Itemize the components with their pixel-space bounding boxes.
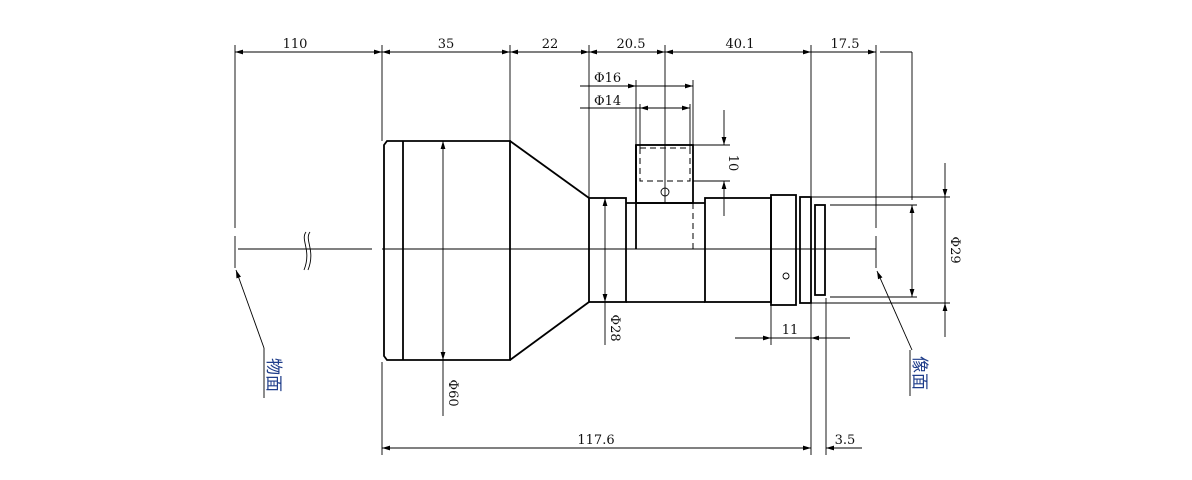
screw-hole-icon [660, 187, 670, 197]
extension-lines [234, 45, 913, 455]
dim-17-5: 17.5 [831, 37, 860, 52]
dim-phi28: Φ28 [607, 314, 622, 341]
image-plane-label: 像面 [909, 356, 929, 390]
front-barrel [383, 140, 511, 361]
dim-3-5: 3.5 [835, 433, 856, 448]
dim-11: 11 [782, 323, 799, 338]
side-port [635, 144, 694, 204]
neck-section [588, 145, 705, 303]
dim-20-5: 20.5 [617, 37, 646, 52]
dim-35: 35 [438, 37, 455, 52]
dim-40-1: 40.1 [726, 37, 755, 52]
image-plane-leader [876, 270, 913, 351]
dim-phi29: Φ29 [947, 236, 962, 263]
dim-10: 10 [725, 155, 740, 172]
dim-117-6: 117.6 [577, 433, 614, 448]
taper-section [509, 140, 590, 361]
dim-110: 110 [283, 37, 308, 52]
break-symbol-icon [303, 231, 312, 271]
dim-phi14: Φ14 [594, 94, 621, 109]
dim-22: 22 [542, 37, 559, 52]
object-plane-label: 物面 [263, 358, 283, 392]
dim-phi60: Φ60 [445, 379, 460, 406]
set-screw-icon [782, 272, 790, 280]
dim-phi16: Φ16 [594, 71, 621, 86]
main-body [704, 194, 826, 306]
object-plane-leader [235, 269, 265, 349]
